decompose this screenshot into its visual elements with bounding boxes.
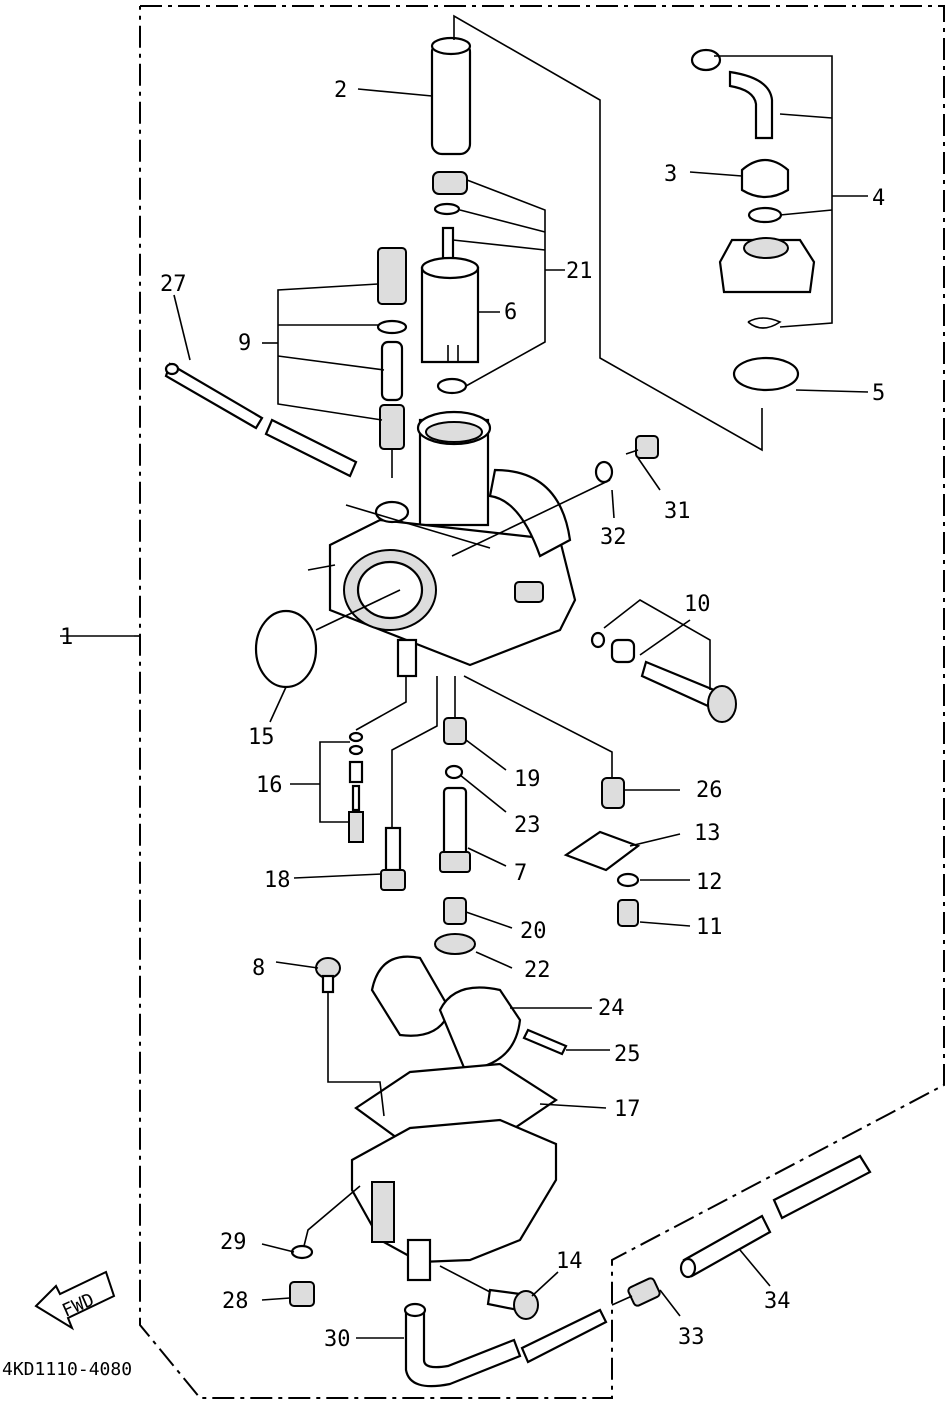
callout-16: 16: [256, 773, 283, 798]
callout-32: 32: [600, 525, 627, 550]
callout-25: 25: [614, 1042, 641, 1067]
part-6-throttle-valve: [420, 256, 480, 364]
part-34-hose: [679, 1154, 872, 1279]
callout-10: 10: [684, 592, 711, 617]
callout-17: 17: [614, 1097, 641, 1122]
callout-31: 31: [664, 499, 691, 524]
callout-7: 7: [514, 861, 527, 886]
callout-2: 2: [334, 78, 347, 103]
part-9-starter-plunger-set: [376, 247, 408, 478]
callout-19: 19: [514, 767, 541, 792]
callout-12: 12: [696, 870, 723, 895]
callout-8: 8: [252, 956, 265, 981]
callout-4: 4: [872, 186, 885, 211]
callout-34: 34: [764, 1289, 791, 1314]
part-12-washer: [616, 872, 640, 888]
callout-6: 6: [504, 300, 517, 325]
callout-11: 11: [696, 915, 723, 940]
assembly-boundary: [139, 5, 945, 1399]
callout-14: 14: [556, 1249, 583, 1274]
drawing-code: 4KD1110-4080: [2, 1359, 132, 1380]
part-float-chamber: [350, 1118, 558, 1282]
leader-lines: [60, 14, 869, 1339]
part-4-cap-assembly: [690, 48, 816, 329]
callout-33: 33: [678, 1325, 705, 1350]
part-1-carburetor-body: [307, 410, 577, 678]
part-15-o-ring: [254, 609, 318, 689]
callout-27: 27: [160, 272, 187, 297]
part-14-screw: [486, 1288, 539, 1320]
part-2-rubber-cap: [430, 36, 472, 156]
part-16-pilot-screw-set: [348, 731, 364, 843]
part-28-plug: [289, 1281, 315, 1307]
part-27-hose: [164, 362, 358, 478]
part-8-drain-screw: [315, 957, 341, 994]
callout-3: 3: [664, 162, 677, 187]
part-32-washer: [594, 460, 614, 484]
callout-9: 9: [238, 331, 251, 356]
part-30-drain-hose: [403, 1302, 608, 1388]
part-23-o-ring: [444, 764, 464, 780]
part-33-joint: [611, 1277, 661, 1307]
part-22-washer: [434, 933, 476, 955]
part-29-washer: [290, 1244, 314, 1260]
part-5-gasket: [732, 356, 800, 392]
callout-23: 23: [514, 813, 541, 838]
callout-18: 18: [264, 868, 291, 893]
part-24-float: [370, 955, 522, 1072]
part-25-float-pin: [522, 1028, 568, 1056]
callout-15: 15: [248, 725, 275, 750]
callout-20: 20: [520, 919, 547, 944]
part-18-pilot-jet: [380, 826, 406, 891]
callout-24: 24: [598, 996, 625, 1021]
callout-5: 5: [872, 381, 885, 406]
part-7-main-nozzle: [439, 786, 471, 873]
part-10-throttle-stop-screw: [590, 631, 737, 723]
callout-30: 30: [324, 1327, 351, 1352]
part-20-main-jet: [443, 897, 467, 925]
part-11-screw: [617, 899, 639, 927]
callout-29: 29: [220, 1230, 247, 1255]
part-31-screw: [625, 435, 659, 459]
part-13-gasket: [563, 830, 641, 872]
callout-13: 13: [694, 821, 721, 846]
callout-21: 21: [566, 259, 593, 284]
fwd-arrow-icon: FWD: [34, 1270, 116, 1331]
part-19-needle-jet: [443, 717, 467, 745]
part-26-valve-seat: [601, 777, 625, 809]
callout-26: 26: [696, 778, 723, 803]
callout-1: 1: [60, 625, 73, 650]
callout-22: 22: [524, 958, 551, 983]
callout-28: 28: [222, 1289, 249, 1314]
